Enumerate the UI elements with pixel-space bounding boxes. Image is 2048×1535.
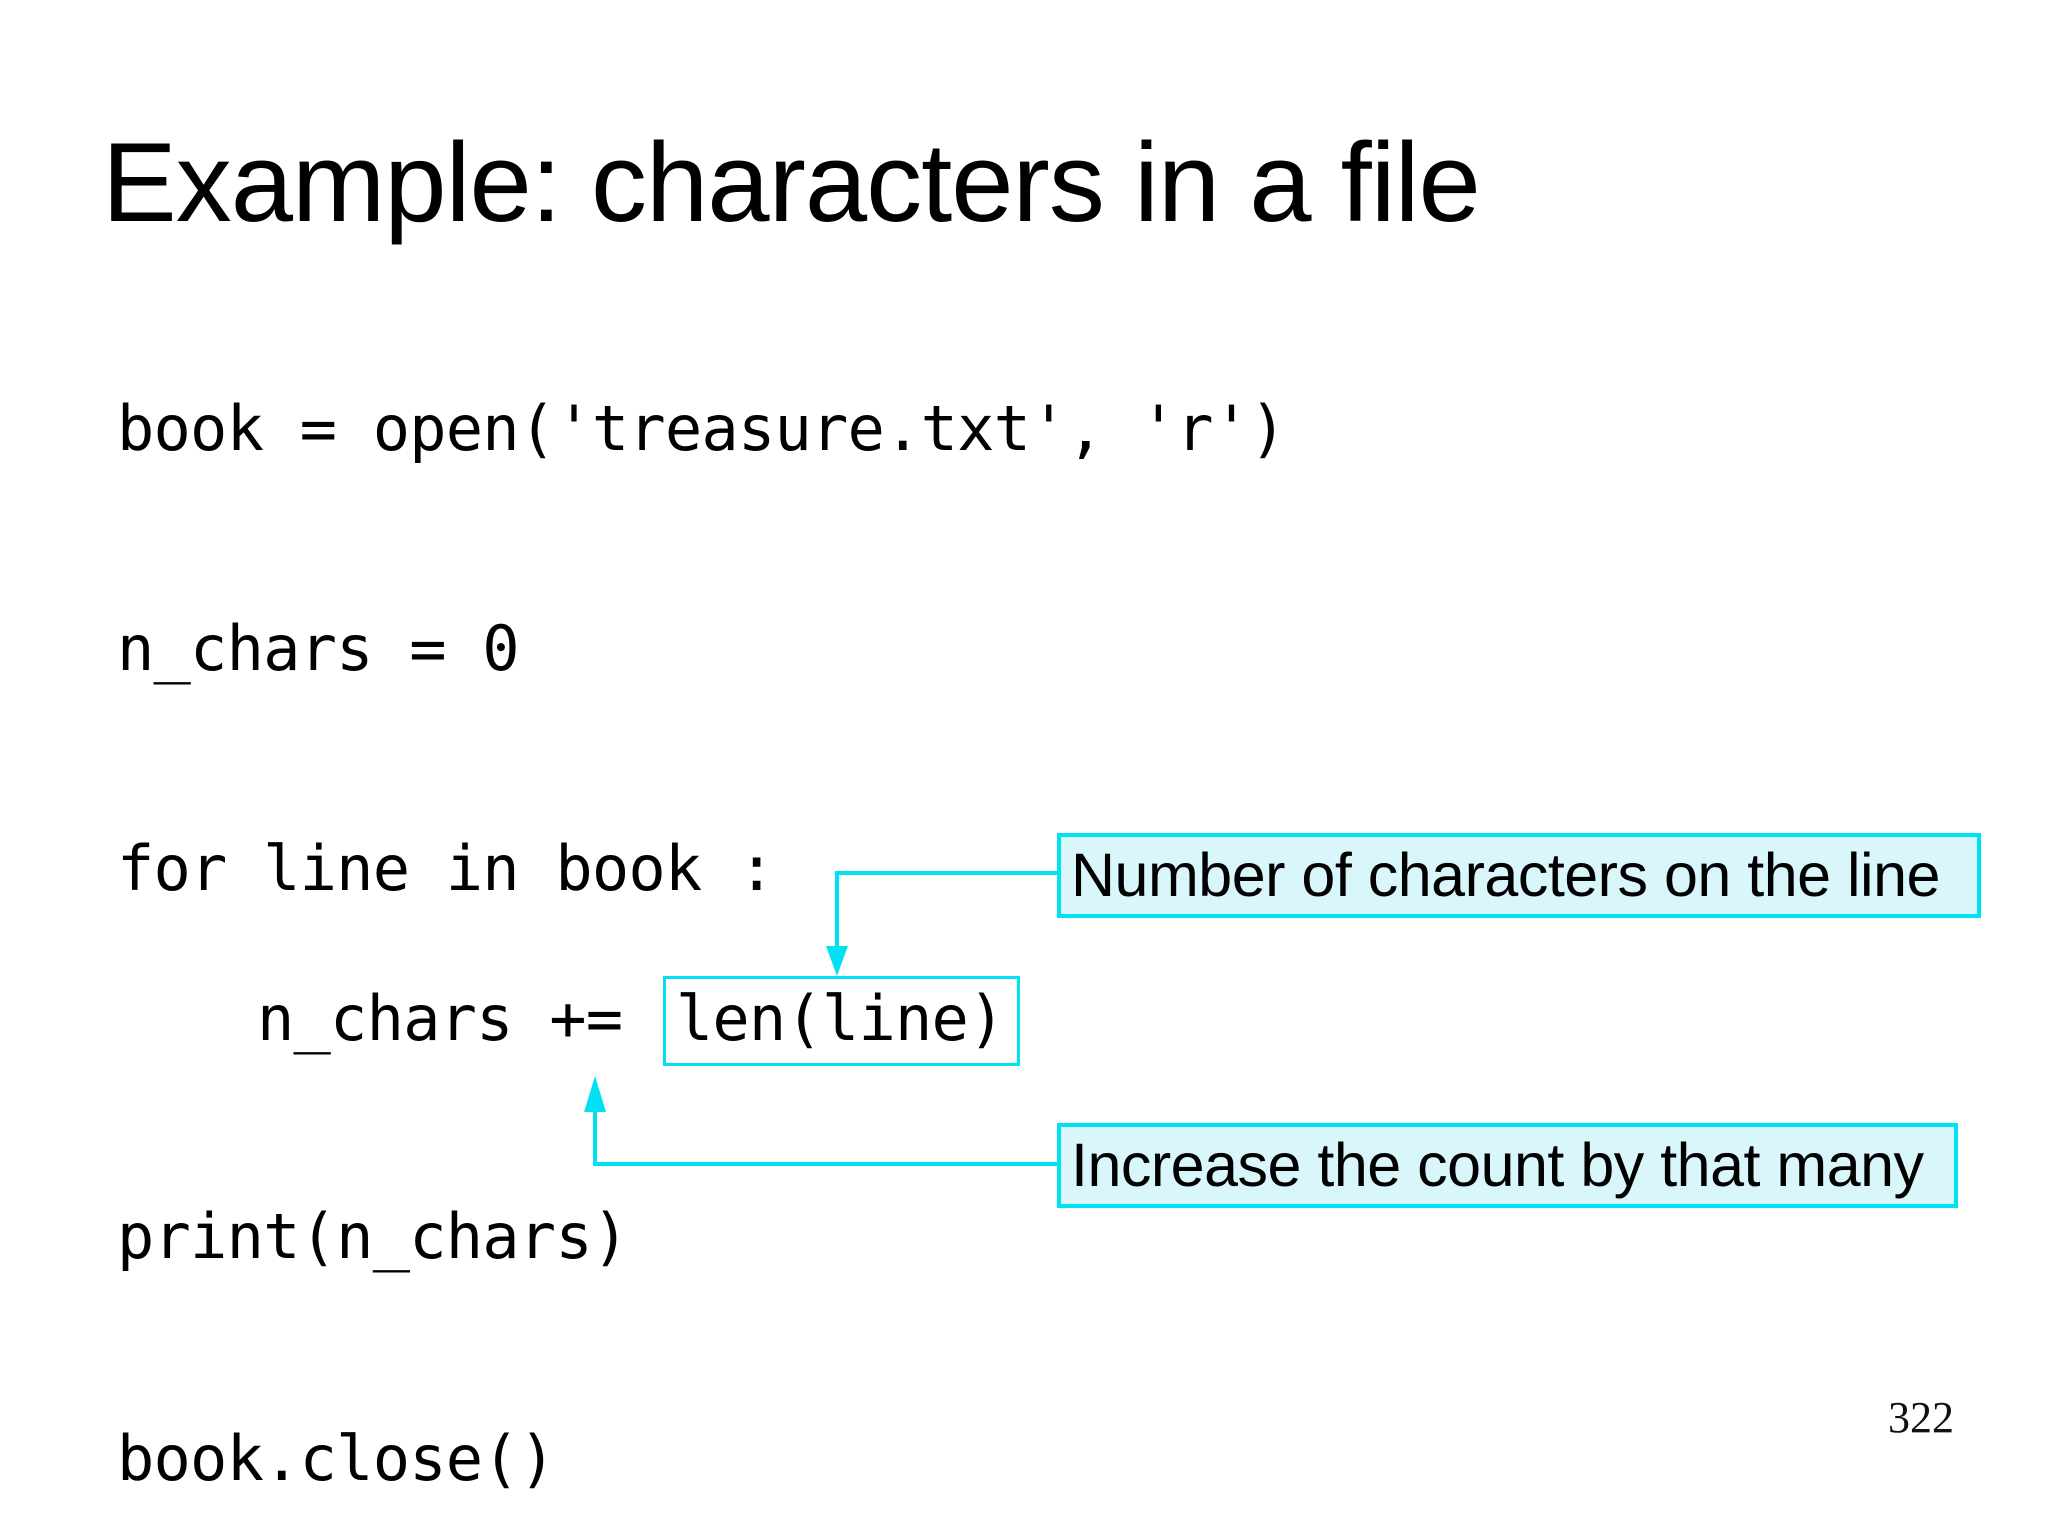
callout-increase-count-text: Increase the count by that many [1071, 1131, 1924, 1199]
slide-title: Example: characters in a file [102, 120, 1481, 245]
connector-bottom-vertical-line [593, 1112, 597, 1166]
code-line-init-counter: n_chars = 0 [117, 612, 520, 685]
arrowhead-up-icon [584, 1076, 606, 1112]
code-line-print: print(n_chars) [117, 1200, 629, 1273]
code-line-open-file: book = open('treasure.txt', 'r') [117, 392, 1287, 465]
code-line-for-loop: for line in book : [117, 832, 775, 905]
connector-bottom-horizontal-line [593, 1162, 1057, 1166]
arrowhead-down-icon [826, 946, 848, 976]
code-increment-prefix: n_chars += [257, 982, 659, 1055]
code-line-close-file: book.close() [117, 1422, 556, 1495]
code-line-increment: n_chars += len(line) [257, 976, 1020, 1066]
callout-number-of-characters-text: Number of characters on the line [1071, 841, 1940, 909]
page-number: 322 [1888, 1393, 1954, 1442]
connector-top-horizontal-line [835, 871, 1057, 875]
callout-number-of-characters: Number of characters on the line [1057, 833, 1981, 918]
len-line-highlight-box: len(line) [662, 976, 1020, 1066]
callout-increase-count: Increase the count by that many [1057, 1123, 1958, 1208]
connector-top-vertical-line [835, 871, 839, 948]
